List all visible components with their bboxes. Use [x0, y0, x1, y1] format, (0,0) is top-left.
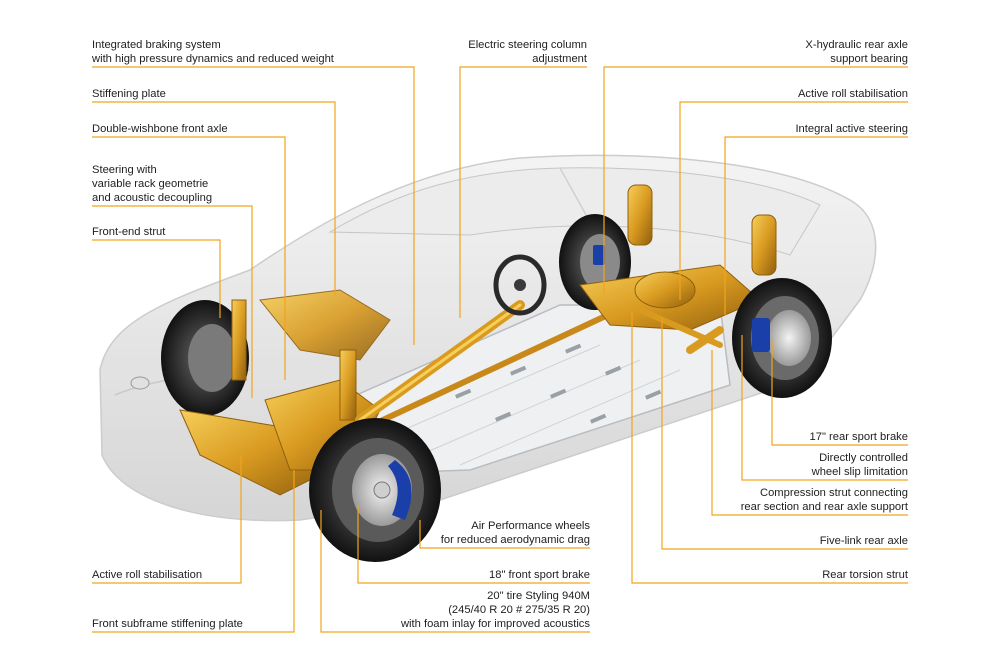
label-line: adjustment	[532, 53, 587, 65]
leader-front-subframe	[92, 470, 295, 633]
label-line: Stiffening plate	[92, 88, 166, 100]
leader-air-performance	[419, 520, 590, 549]
leader-active-roll-left	[92, 455, 242, 584]
leader-x-hydraulic	[603, 66, 908, 295]
label-line: (245/40 R 20 # 275/35 R 20)	[448, 604, 590, 616]
label-line: Five-link rear axle	[819, 535, 908, 547]
rear-brake-caliper	[752, 318, 770, 352]
rear-right-wheel	[732, 278, 832, 398]
label-line: 20" tire Styling 940M	[487, 590, 590, 602]
label-line: Compression strut connecting	[760, 487, 908, 499]
label-line: variable rack geometrie	[92, 178, 209, 190]
label-line: 18" front sport brake	[489, 569, 590, 581]
leader-wheel-slip	[741, 335, 908, 481]
label-line: Integral active steering	[795, 123, 908, 135]
leader-active-roll-right	[679, 101, 908, 300]
label-line: Directly controlled	[819, 452, 908, 464]
label-integral-steering: Integral active steering	[795, 122, 908, 136]
front-right-wheel	[309, 418, 441, 562]
label-line: Front subframe stiffening plate	[92, 618, 243, 630]
label-line: support bearing	[830, 53, 908, 65]
label-line: Rear torsion strut	[822, 569, 908, 581]
label-x-hydraulic: X-hydraulic rear axle support bearing	[805, 38, 908, 66]
label-rear-sport-brake: 17" rear sport brake	[810, 430, 909, 444]
label-stiffening-plate: Stiffening plate	[92, 87, 166, 101]
leader-integral-steering	[724, 136, 908, 315]
leader-electric-steering	[459, 66, 587, 318]
label-rear-torsion: Rear torsion strut	[822, 568, 908, 582]
label-front-subframe: Front subframe stiffening plate	[92, 617, 243, 631]
leader-steering	[92, 205, 253, 398]
label-front-end-strut: Front-end strut	[92, 225, 165, 239]
label-double-wishbone: Double-wishbone front axle	[92, 122, 228, 136]
label-line: wheel slip limitation	[811, 466, 908, 478]
label-line: with foam inlay for improved acoustics	[400, 618, 590, 630]
leader-lines	[92, 66, 908, 633]
label-steering-variable: Steering with variable rack geometrie an…	[92, 163, 212, 205]
label-line: Integrated braking system	[92, 39, 221, 51]
badge-icon	[130, 376, 150, 390]
label-electric-steering: Electric steering column adjustment	[468, 38, 587, 66]
label-front-sport-brake: 18" front sport brake	[489, 568, 590, 582]
leader-tire-styling	[320, 510, 590, 633]
label-integrated-braking: Integrated braking system with high pres…	[92, 38, 334, 66]
label-line: with high pressure dynamics and reduced …	[92, 53, 334, 65]
label-line: Active roll stabilisation	[92, 569, 203, 581]
label-line: Electric steering column	[468, 39, 587, 51]
label-line: Double-wishbone front axle	[92, 123, 228, 135]
label-line: for reduced aerodynamic drag	[440, 534, 590, 546]
leader-rear-torsion	[631, 312, 908, 584]
leader-five-link	[661, 318, 908, 550]
label-active-roll-left: Active roll stabilisation	[92, 568, 202, 582]
leader-double-wishbone	[92, 136, 286, 380]
leader-stiffening-plate	[92, 101, 336, 295]
front-left-wheel	[161, 300, 249, 416]
leader-compression-strut	[711, 350, 908, 516]
label-five-link: Five-link rear axle	[820, 534, 908, 548]
label-air-performance: Air Performance wheels for reduced aerod…	[441, 519, 590, 547]
front-brake-caliper	[388, 460, 412, 520]
label-compression-strut: Compression strut connecting rear sectio…	[741, 486, 908, 514]
leader-front-end-strut	[92, 239, 221, 318]
steering-wheel	[493, 254, 547, 316]
label-line: Active roll stabilisation	[797, 88, 908, 100]
leader-integrated-braking	[92, 66, 415, 345]
label-line: Steering with	[92, 164, 157, 176]
label-wheel-slip: Directly controlled wheel slip limitatio…	[812, 451, 908, 479]
label-tire-styling: 20" tire Styling 940M (245/40 R 20 # 275…	[401, 589, 590, 631]
label-line: and acoustic decoupling	[92, 192, 213, 204]
label-line: 17" rear sport brake	[809, 431, 909, 443]
chassis-components	[179, 184, 777, 496]
label-active-roll-right: Active roll stabilisation	[798, 87, 908, 101]
label-line: X-hydraulic rear axle	[805, 39, 908, 51]
label-line: rear section and rear axle support	[740, 501, 908, 513]
leader-front-sport-brake	[357, 505, 590, 584]
leader-rear-sport-brake	[771, 340, 908, 446]
label-line: Air Performance wheels	[471, 520, 590, 532]
label-line: Front-end strut	[92, 226, 166, 238]
